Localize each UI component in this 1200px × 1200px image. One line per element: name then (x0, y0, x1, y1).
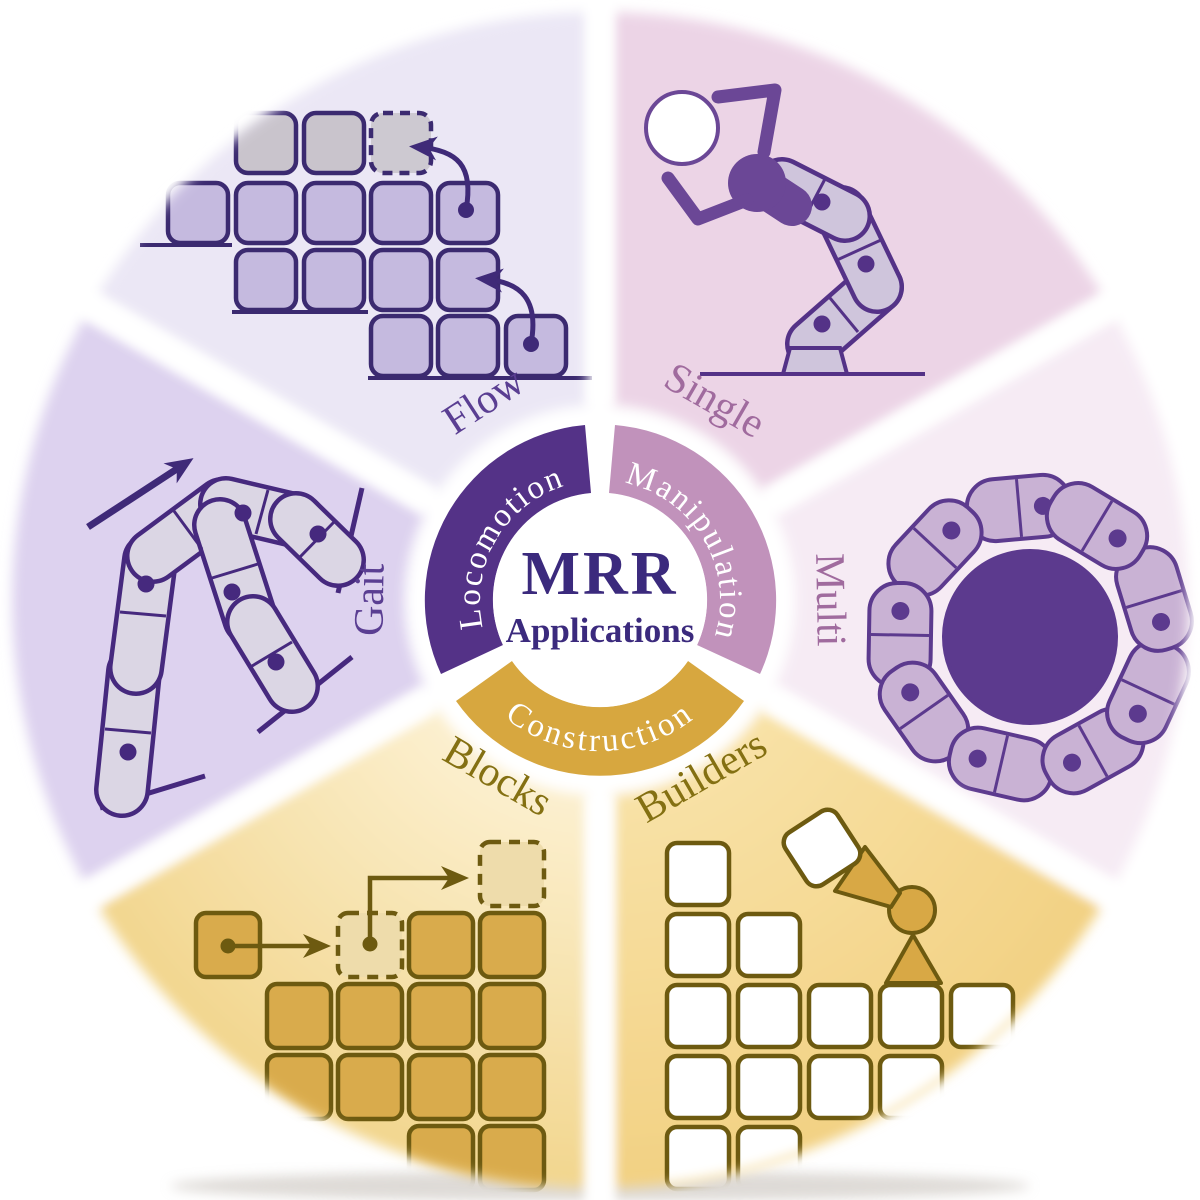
chain-module (1044, 481, 1150, 571)
ring-segment-manipulation (609, 425, 777, 674)
flow-module-grid (165, 110, 569, 379)
ring-segment-construction (456, 661, 744, 776)
sector-divider-glow (39, 0, 1161, 1200)
flow-ground-steps (140, 243, 592, 380)
lattice-modules-relocating-icon (140, 110, 592, 380)
self-assembling-blocks-icon (193, 839, 547, 1193)
grasped-ball (942, 549, 1118, 725)
builder-robot (833, 845, 943, 985)
chain-module (877, 660, 971, 764)
builders-grid (664, 840, 1016, 1192)
held-ball (644, 90, 720, 166)
blocks-move-arrows (220, 866, 469, 958)
sector-region-gait (12, 306, 601, 894)
center-title: MRR (521, 540, 678, 608)
walking-chain-robot-icon (86, 458, 366, 818)
builder-robot-placing-block-icon (664, 807, 1016, 1192)
gait-robot-body (94, 476, 366, 818)
sector-label-gait: Gait (346, 563, 393, 636)
placed-block (781, 807, 863, 889)
center-subtitle: Applications (506, 611, 695, 650)
ring-segment-locomotion (424, 425, 591, 674)
single-arm-base (780, 346, 850, 376)
modular-arm-with-ball-icon (644, 83, 925, 376)
single-arm-modules (755, 157, 904, 371)
blocks-target-cell (477, 839, 547, 909)
single-gripper-head (661, 83, 812, 226)
chain-grippers-around-ball-icon (866, 472, 1194, 803)
flow-target-cell (368, 110, 434, 176)
flow-move-arrows (409, 136, 539, 352)
center-hub (493, 493, 707, 707)
gait-direction-arrow (86, 458, 194, 530)
sector-label-multi: Multi (806, 553, 854, 647)
